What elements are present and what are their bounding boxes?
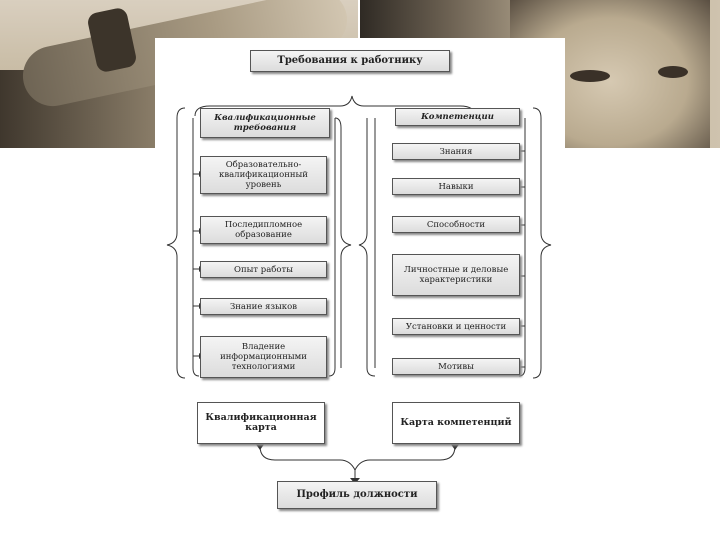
left-item-label: Последипломное образование [224, 220, 303, 240]
right-item-box: Способности [392, 216, 520, 233]
diagram-panel: Требования к работнику Квалификационные … [155, 38, 565, 538]
qualification-card-box: Квалификационная карта [197, 402, 325, 444]
job-profile-box: Профиль должности [277, 481, 437, 509]
left-item-box: Знание языков [200, 298, 327, 315]
right-header-box: Компетенции [395, 108, 520, 126]
left-item-box: Образовательно-квалификационный уровень [200, 156, 327, 194]
left-item-label: Опыт работы [233, 264, 293, 275]
left-item-box: Последипломное образование [200, 216, 327, 244]
eye-shape [570, 70, 610, 82]
right-item-label: Установки и ценности [405, 321, 507, 332]
right-item-box: Установки и ценности [392, 318, 520, 335]
right-item-label: Способности [426, 219, 486, 230]
competency-card-box: Карта компетенций [392, 402, 520, 444]
right-item-box: Знания [392, 143, 520, 160]
top-node-label: Требования к работнику [277, 55, 423, 66]
eye-shape [658, 66, 688, 78]
left-item-label: Знание языков [229, 301, 298, 312]
competency-card-label: Карта компетенций [400, 417, 512, 428]
right-item-box: Личностные и деловые характеристики [392, 254, 520, 296]
left-header-label: Квалификационные требования [214, 113, 316, 133]
right-item-label: Личностные и деловые характеристики [403, 265, 509, 285]
right-item-label: Навыки [438, 181, 474, 192]
top-node-box: Требования к работнику [250, 50, 450, 72]
left-item-box: Опыт работы [200, 261, 327, 278]
left-item-box: Владение информационными технологиями [200, 336, 327, 378]
right-item-box: Мотивы [392, 358, 520, 375]
qualification-card-label: Квалификационная карта [205, 412, 317, 433]
left-item-label: Образовательно-квалификационный уровень [219, 160, 308, 190]
right-header-label: Компетенции [421, 112, 494, 122]
right-item-label: Мотивы [438, 361, 474, 372]
left-item-label: Владение информационными технологиями [220, 342, 307, 372]
right-item-box: Навыки [392, 178, 520, 195]
job-profile-label: Профиль должности [296, 489, 418, 500]
right-item-label: Знания [439, 146, 473, 157]
left-header-box: Квалификационные требования [200, 108, 330, 138]
